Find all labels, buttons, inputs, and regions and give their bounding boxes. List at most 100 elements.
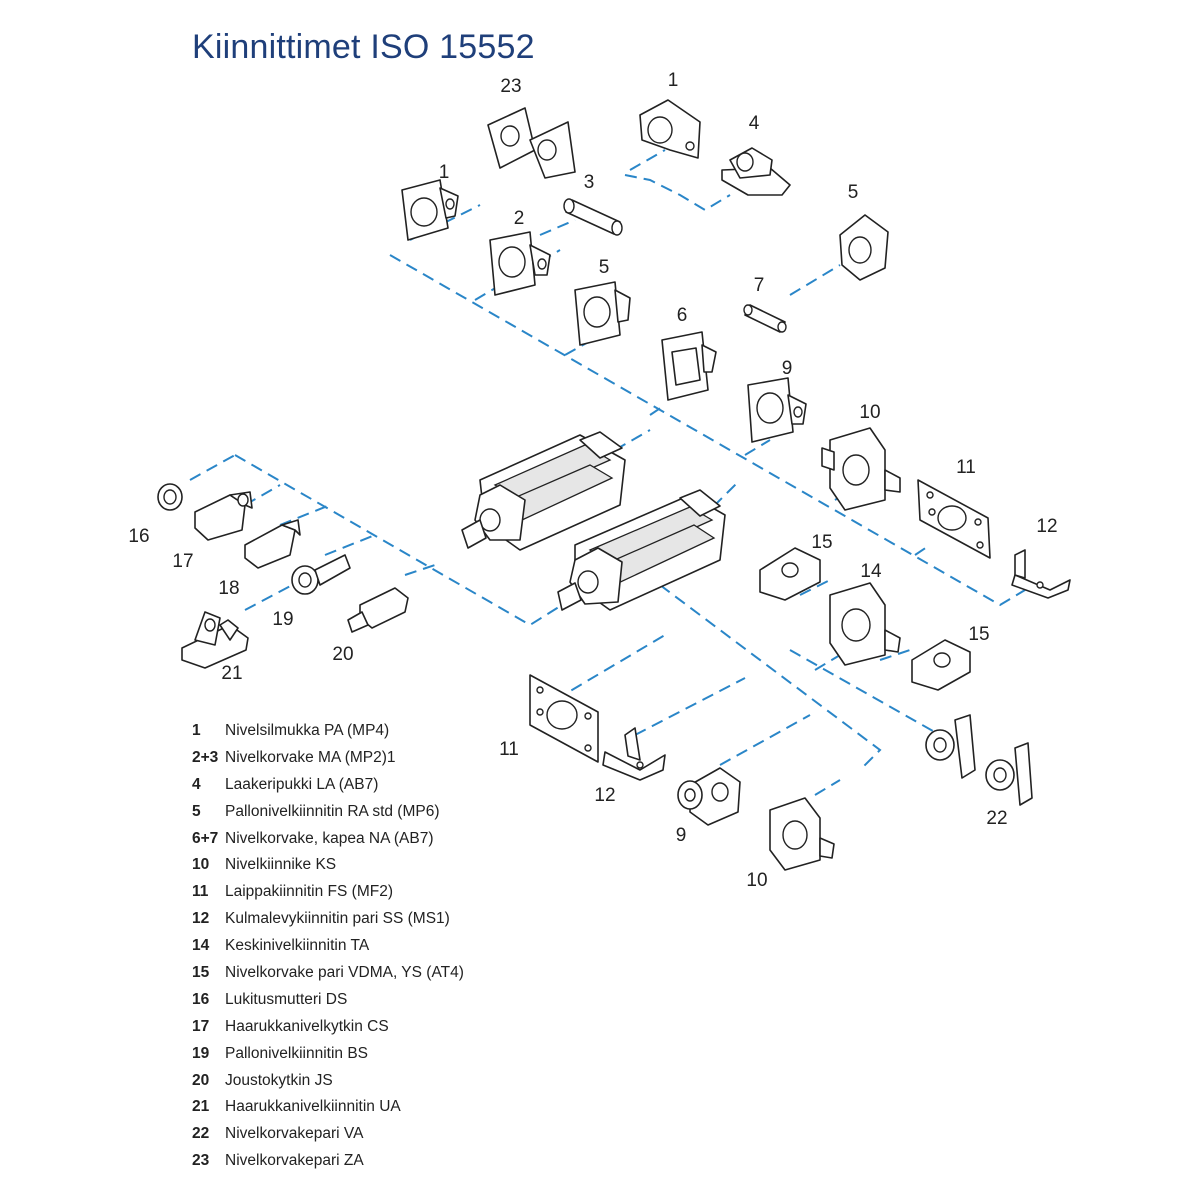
callout-c10b: 10 [746, 870, 767, 891]
callout-c10a: 10 [859, 402, 880, 423]
callout-c21: 21 [221, 663, 242, 684]
legend-number: 2+3 [192, 748, 219, 766]
part-10b [769, 797, 835, 871]
legend-item: 19 Pallonivelkiinnitin BS [192, 1041, 464, 1068]
legend-item: 17 Haarukkanivelkytkin CS [192, 1014, 464, 1041]
legend-number: 5 [192, 802, 201, 820]
part-18 [244, 519, 301, 569]
callout-c15b: 15 [968, 624, 989, 645]
legend-text: Nivelsilmukka PA (MP4) [225, 722, 390, 739]
legend-text: Laakeripukki LA (AB7) [225, 775, 379, 793]
legend-text: Lukitusmutteri DS [225, 990, 348, 1008]
legend-number: 4 [192, 775, 201, 793]
legend-text: Pallonivelkiinnitin RA std (MP6) [225, 802, 440, 820]
part-12b [602, 727, 666, 781]
legend-text: Keskinivelkiinnitin TA [225, 937, 370, 955]
legend-text: Pallonivelkiinnitin BS [225, 1044, 369, 1062]
callout-c7: 7 [754, 275, 765, 296]
callout-c5b: 5 [599, 257, 610, 278]
part-1a [639, 99, 701, 159]
part-10a [821, 427, 901, 511]
callout-c9b: 9 [676, 825, 687, 846]
part-5b [574, 281, 631, 346]
legend-number: 22 [192, 1125, 210, 1143]
legend-text: Nivelkorvake pari VDMA, YS (AT4) [225, 964, 464, 982]
callout-c11b: 11 [499, 739, 519, 760]
part-12a [1011, 549, 1071, 599]
callout-c15a: 15 [811, 532, 832, 553]
part-14 [829, 582, 901, 666]
part-4 [721, 147, 791, 196]
callout-c9a: 9 [782, 358, 793, 379]
legend-text: Haarukkanivelkytkin CS [225, 1017, 389, 1035]
callout-c11a: 11 [956, 457, 976, 478]
callout-c22: 22 [986, 808, 1007, 829]
part-7 [743, 304, 787, 333]
legend-number: 12 [192, 910, 210, 928]
legend-item: 14 Keskinivelkiinnitin TA [192, 933, 464, 960]
legend-text: Laippakiinnitin FS (MF2) [225, 883, 393, 901]
callout-c12a: 12 [1036, 516, 1057, 537]
part-15a [759, 547, 821, 601]
legend-text: Joustokytkin JS [225, 1071, 333, 1089]
page-title: Kiinnittimet ISO 15552 [192, 28, 535, 66]
callout-c23: 23 [500, 76, 521, 97]
callout-c19: 19 [272, 609, 293, 630]
legend-text: Nivelkorvakepari ZA [225, 1152, 364, 1170]
legend-number: 17 [192, 1017, 210, 1035]
cylinder-lower [557, 489, 726, 611]
part-2 [489, 231, 551, 296]
cylinder-upper [461, 431, 626, 551]
part-9a [747, 377, 807, 443]
callout-c18: 18 [218, 578, 239, 599]
part-21 [181, 611, 249, 669]
legend-text: Kulmalevykiinnitin pari SS (MS1) [225, 910, 450, 928]
legend-item: 10 Nivelkiinnike KS [192, 852, 464, 879]
legend-number: 10 [192, 856, 210, 874]
callout-c1a: 1 [668, 70, 679, 91]
legend-item: 23 Nivelkorvakepari ZA [192, 1148, 464, 1175]
legend-number: 11 [192, 883, 209, 901]
legend-item: 5 Pallonivelkiinnitin RA std (MP6) [192, 799, 464, 826]
callout-c16: 16 [128, 526, 149, 547]
legend-number: 6+7 [192, 829, 219, 847]
legend-item: 11 Laippakiinnitin FS (MF2) [192, 879, 464, 906]
part-16 [157, 483, 183, 511]
callout-c3: 3 [584, 172, 595, 193]
callout-c17: 17 [172, 551, 193, 572]
part-11a [917, 479, 991, 559]
part-22 [925, 714, 1033, 806]
legend-item: 6+7 Nivelkorvake, kapea NA (AB7) [192, 826, 464, 853]
part-19 [291, 554, 351, 595]
part-11b [529, 674, 599, 763]
callout-c4: 4 [749, 113, 760, 134]
legend-number: 14 [192, 937, 210, 955]
legend-number: 23 [192, 1152, 210, 1170]
legend-number: 20 [192, 1071, 210, 1089]
legend-number: 16 [192, 990, 210, 1008]
part-9b [677, 767, 741, 826]
legend-number: 21 [192, 1098, 210, 1116]
callout-c20: 20 [332, 644, 353, 665]
part-23 [487, 107, 576, 179]
callout-c6: 6 [677, 305, 688, 326]
legend-text: Nivelkiinnike KS [225, 856, 337, 874]
legend-item: 21 Haarukkanivelkiinnitin UA [192, 1094, 464, 1121]
legend-item: 16 Lukitusmutteri DS [192, 987, 464, 1014]
legend-item: 4 Laakeripukki LA (AB7) [192, 772, 464, 799]
part-5a [839, 214, 889, 281]
part-17 [194, 491, 253, 541]
legend-number: 15 [192, 964, 210, 982]
legend-text: Haarukkanivelkiinnitin UA [225, 1098, 401, 1116]
legend-number: 19 [192, 1044, 210, 1062]
part-20 [347, 587, 409, 633]
legend-text: Nivelkorvake MA (MP2)1 [225, 748, 396, 766]
legend-text: Nivelkorvake, kapea NA (AB7) [225, 829, 434, 847]
part-6 [661, 331, 717, 401]
part-15b [911, 639, 971, 691]
callout-c5a: 5 [848, 182, 859, 203]
